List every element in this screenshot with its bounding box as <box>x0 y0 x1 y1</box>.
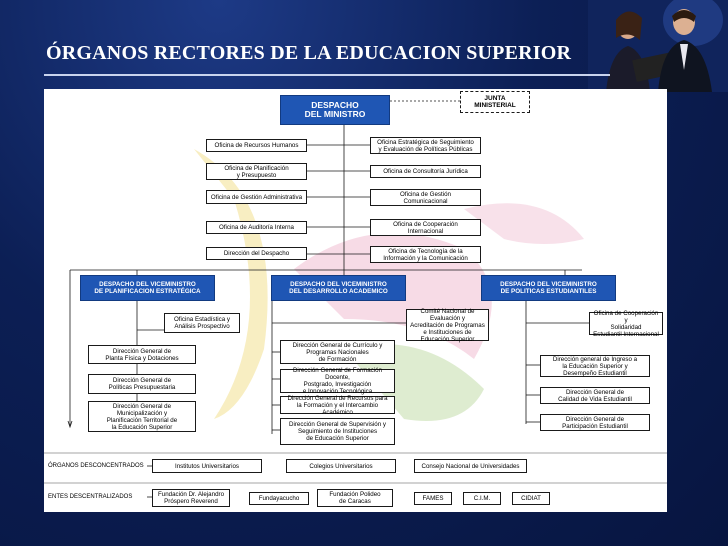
vice1-planta-fisica[interactable]: Dirección General de Planta Física y Dot… <box>88 345 196 364</box>
cidiat[interactable]: CIDIAT <box>512 492 550 505</box>
vice3-participacion[interactable]: Dirección General de Participación Estud… <box>540 414 650 431</box>
vice2-recursos-formacion[interactable]: Dirección General de Recursos para la Fo… <box>280 395 395 416</box>
vice1-politicas-presupuestaria[interactable]: Dirección General de Políticas Presupues… <box>88 374 196 394</box>
junta-ministerial-box[interactable]: JUNTA MINISTERIAL <box>460 91 530 113</box>
org-chart-panel: DESPACHO DEL MINISTRO JUNTA MINISTERIAL … <box>44 89 667 512</box>
colegios-universitarios[interactable]: Colegios Universitarios <box>286 459 396 473</box>
office-tecnologia-informacion[interactable]: Oficina de Tecnología de la Información … <box>370 246 481 263</box>
vice2-supervision[interactable]: Dirección General de Supervisión y Segui… <box>280 418 395 445</box>
office-cooperacion-internacional[interactable]: Oficina de Cooperación Internacional <box>370 219 481 236</box>
title-underline <box>44 74 610 76</box>
vice-planificacion-box[interactable]: DESPACHO DEL VICEMINISTRO DE PLANIFICACI… <box>80 275 215 301</box>
office-estrategica-seguimiento[interactable]: Oficina Estratégica de Seguimiento y Eva… <box>370 137 481 154</box>
despacho-ministro-box[interactable]: DESPACHO DEL MINISTRO <box>280 95 390 125</box>
fundacion-polideo[interactable]: Fundación Polideo de Caracas <box>317 489 393 507</box>
desconcentrados-label: ÓRGANOS DESCONCENTRADOS <box>48 463 144 469</box>
vice2-comite-evaluacion[interactable]: Comité Nacional de Evaluación y Acredita… <box>406 308 489 343</box>
vice-politicas-estudiantiles-box[interactable]: DESPACHO DEL VICEMINISTRO DE POLITICAS E… <box>481 275 616 301</box>
institutos-universitarios[interactable]: Institutos Universitarios <box>152 459 262 473</box>
business-people-photo <box>588 0 728 92</box>
consejo-nacional-universidades[interactable]: Consejo Nacional de Universidades <box>414 459 527 473</box>
page-title: ÓRGANOS RECTORES DE LA EDUCACION SUPERIO… <box>46 42 572 64</box>
vice2-formacion-docente[interactable]: Dirección General de Formación Docente, … <box>280 367 395 395</box>
office-gestion-comunicacional[interactable]: Oficina de Gestión Comunicacional <box>370 189 481 206</box>
vice3-cooperacion-solidaridad[interactable]: Oficina de Cooperación y Solidaridad Est… <box>589 310 663 338</box>
fundayacucho[interactable]: Fundayacucho <box>249 492 309 505</box>
vice-desarrollo-academico-box[interactable]: DESPACHO DEL VICEMINISTRO DEL DESARROLLO… <box>271 275 406 301</box>
fames[interactable]: FAMES <box>414 492 452 505</box>
vice3-ingreso[interactable]: Dirección general de Ingreso a la Educac… <box>540 355 650 377</box>
fundacion-alejandro-prospero[interactable]: Fundación Dr. Alejandro Próspero Reveren… <box>152 489 230 507</box>
vice3-calidad-vida[interactable]: Dirección General de Calidad de Vida Est… <box>540 387 650 404</box>
office-direccion-despacho[interactable]: Dirección del Despacho <box>206 247 307 260</box>
office-auditoria-interna[interactable]: Oficina de Auditoría Interna <box>206 221 307 234</box>
office-recursos-humanos[interactable]: Oficina de Recursos Humanos <box>206 139 307 152</box>
vice2-curriculo[interactable]: Dirección General de Currículo y Program… <box>280 340 395 364</box>
descentralizados-label: ENTES DESCENTRALIZADOS <box>48 494 133 500</box>
vice1-municipalizacion[interactable]: Dirección General de Municipalización y … <box>88 401 196 432</box>
office-consultoria-juridica[interactable]: Oficina de Consultoría Jurídica <box>370 165 481 178</box>
cim[interactable]: C.I.M. <box>463 492 501 505</box>
vice1-staff-estadistica[interactable]: Oficina Estadística y Análisis Prospecti… <box>164 313 240 333</box>
office-planificacion-presupuesto[interactable]: Oficina de Planificación y Presupuesto <box>206 163 307 180</box>
office-gestion-administrativa[interactable]: Oficina de Gestión Administrativa <box>206 190 307 204</box>
